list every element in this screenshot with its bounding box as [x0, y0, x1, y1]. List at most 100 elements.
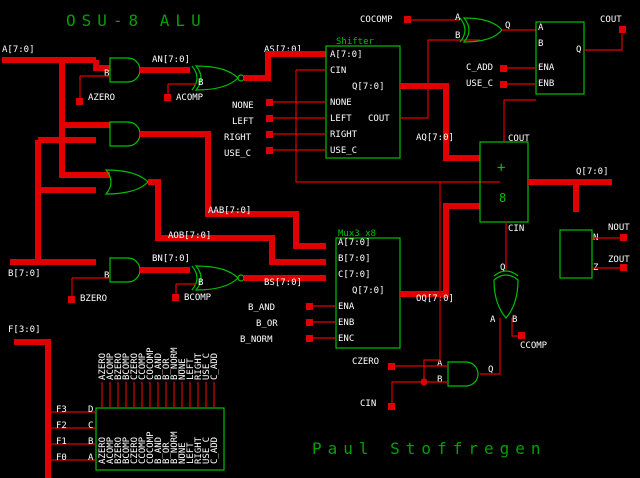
- bor-pin: [306, 319, 313, 326]
- decoder-output-label: AZERO: [98, 353, 108, 380]
- bs-bus-label: BS[7:0]: [264, 278, 302, 288]
- left-label: LEFT: [232, 117, 254, 127]
- decoder-port-label: NONE: [178, 442, 188, 464]
- mux-pin-c: C[7:0]: [338, 270, 371, 280]
- as-bus-label: AS[7:0]: [264, 45, 302, 55]
- acomp-label: ACOMP: [176, 93, 204, 103]
- shifter-pin-q: Q[7:0]: [352, 82, 385, 92]
- czero-and-gate: [447, 361, 479, 387]
- an-bus-label: AN[7:0]: [152, 55, 190, 65]
- czero-gate-pin-a: A: [437, 359, 443, 369]
- mux-pin-ena: ENA: [338, 302, 355, 312]
- ff-pin-ena: ENA: [538, 63, 555, 73]
- ff-pin-a: A: [538, 23, 544, 33]
- decoder-port-label: USE_C: [202, 437, 212, 464]
- bor-label: B_OR: [256, 319, 278, 329]
- decoder-output-label: NONE: [178, 358, 188, 380]
- decoder-output-label: B_AND: [154, 353, 164, 380]
- right-label: RIGHT: [224, 133, 252, 143]
- ff-pin-enb: ENB: [538, 79, 554, 89]
- cin-shifter-wire: [295, 69, 500, 183]
- aab-and-gate: [109, 121, 141, 147]
- decoder-port-label: C_ADD: [210, 437, 220, 464]
- zout-label: ZOUT: [608, 255, 630, 265]
- as-xor-gate: [194, 65, 239, 91]
- carry-gate-pin-b: B: [512, 315, 517, 325]
- ccomp-wire: [511, 318, 520, 337]
- aob-bus-label: AOB[7:0]: [168, 231, 211, 241]
- decoder-port-label: RIGHT: [194, 436, 204, 464]
- oq-bus: [400, 203, 480, 297]
- decoder-input-d: D: [88, 405, 93, 415]
- bcomp-pin: [172, 294, 179, 301]
- q-bus-label: Q[7:0]: [576, 167, 609, 177]
- cout-pin: [619, 26, 626, 33]
- cocomp-gate-pin-a: A: [455, 13, 461, 23]
- schematic-title: OSU-8 ALU: [66, 11, 207, 30]
- decoder-output-label: BZERO: [114, 353, 124, 380]
- decoder-output-label: ACOMP: [106, 352, 116, 380]
- adder-pin-cout: COUT: [508, 134, 530, 144]
- cout-wire: [584, 34, 623, 51]
- cadd-label: C_ADD: [466, 63, 493, 73]
- decoder-block: [95, 407, 225, 471]
- bs-xor-bubble: [237, 274, 245, 282]
- aob-bus: [148, 179, 326, 265]
- aab-bus: [140, 131, 326, 249]
- nz-block: [559, 229, 593, 279]
- czero-gate-pin-b: B: [437, 375, 442, 385]
- bs-gate-pin-b: B: [198, 278, 203, 288]
- decoder-output-label: LEFT: [186, 358, 196, 380]
- bs-xor-curve: [191, 265, 198, 291]
- mux-pin-a: A[7:0]: [338, 238, 371, 248]
- azero-pin: [76, 98, 83, 105]
- adder-plus: +: [497, 160, 505, 176]
- a-bus-label: A[7:0]: [2, 45, 35, 55]
- cocomp-pin: [404, 16, 411, 23]
- bn-gate: [109, 257, 141, 283]
- decoder-input-c: C: [88, 421, 93, 431]
- czero-label: CZERO: [352, 357, 379, 367]
- mux-pin-b: B[7:0]: [338, 254, 371, 264]
- mux-pin-enb: ENB: [338, 318, 354, 328]
- as-xor-bubble: [237, 74, 245, 82]
- usec-label: USE_C: [224, 149, 251, 159]
- cout-label: COUT: [600, 15, 622, 25]
- bs-xor-gate: [194, 265, 239, 291]
- shifter-pin-cin: CIN: [330, 66, 346, 76]
- decoder-output-label: RIGHT: [194, 352, 204, 380]
- decoder-port-label: COCOMP: [146, 431, 156, 464]
- azero-label: AZERO: [88, 93, 115, 103]
- usec2-label: USE_C: [466, 79, 493, 89]
- band-pin: [306, 303, 313, 310]
- f1-label: F1: [56, 437, 67, 447]
- decoder-port-label: CCOMP: [138, 436, 148, 464]
- cocomp-gate-pin-q: Q: [505, 21, 510, 31]
- adder-width: 8: [499, 191, 506, 205]
- f-bus: [14, 339, 51, 478]
- carry-xor-gate: [493, 274, 519, 319]
- cocomp-label: COCOMP: [360, 15, 393, 25]
- shifter-pin-left: LEFT: [330, 114, 352, 124]
- bnorm-pin: [306, 335, 313, 342]
- decoder-port-label: B_NORM: [170, 431, 180, 464]
- adder-pin-cin: CIN: [508, 224, 524, 234]
- f3-label: F3: [56, 405, 67, 415]
- decoder-port-label: B_AND: [154, 437, 164, 464]
- shifter-name: Shifter: [336, 37, 375, 47]
- shifter-pin-none: NONE: [330, 98, 352, 108]
- aq-bus-label: AQ[7:0]: [416, 133, 454, 143]
- f0-label: F0: [56, 453, 67, 463]
- aob-or-gate: [104, 169, 149, 195]
- decoder-input-b: B: [88, 437, 93, 447]
- ff-pin-b: B: [538, 39, 543, 49]
- decoder-output-label: B_NORM: [170, 347, 180, 380]
- shifter-cout-wire: [400, 39, 480, 119]
- cin-pin: [388, 403, 395, 410]
- cin-to-adder-wire: [423, 182, 441, 382]
- bnorm-label: B_NORM: [240, 335, 273, 345]
- nout-label: NOUT: [608, 223, 630, 233]
- decoder-outputs: AZEROAZEROACOMPACOMPBZEROBZEROBCOMPBCOMP…: [98, 347, 220, 464]
- decoder-output-label: BCOMP: [122, 352, 132, 380]
